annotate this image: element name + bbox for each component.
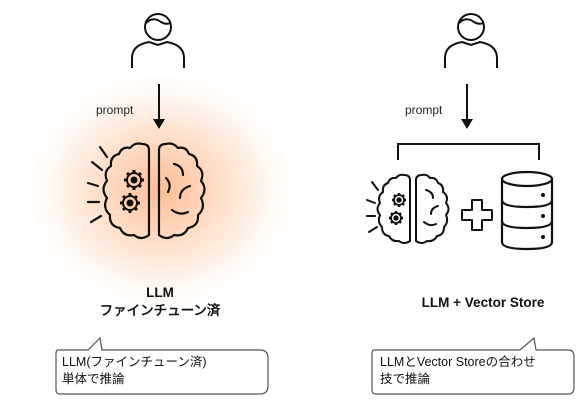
arrow-down-icon: [153, 84, 165, 129]
callout-right-line2: 技で推論: [380, 372, 431, 386]
callout-left-line1: LLM(ファインチューン済): [62, 355, 207, 369]
right-caption: LLM + Vector Store: [421, 295, 545, 310]
left-caption-line1: LLM: [146, 285, 174, 300]
callout-left-line2: 単体で推論: [62, 372, 125, 386]
bracket-connector: [397, 143, 540, 160]
user-icon-right: [444, 13, 498, 68]
left-caption-line2: ファインチューン済: [99, 303, 221, 318]
callout-bubble-left: [55, 336, 269, 395]
user-icon: [131, 13, 185, 68]
left-caption: LLM ファインチューン済: [60, 284, 260, 320]
highlight-glow: [32, 76, 290, 304]
callout-left: LLM(ファインチューン済) 単体で推論: [54, 336, 274, 398]
brain-gears-icon-small: [366, 173, 450, 244]
prompt-label-left: prompt: [96, 103, 134, 117]
brain-gears-icon: [86, 142, 206, 240]
database-icon: [500, 170, 554, 251]
callout-right: LLMとVector Storeの合わせ 技で推論: [370, 336, 578, 398]
plus-icon: [461, 199, 493, 231]
callout-right-line1: LLMとVector Storeの合わせ: [380, 355, 536, 369]
prompt-label-right: prompt: [405, 103, 443, 117]
arrow-down-icon-right: [461, 84, 473, 129]
callout-bubble-right: [371, 336, 575, 395]
